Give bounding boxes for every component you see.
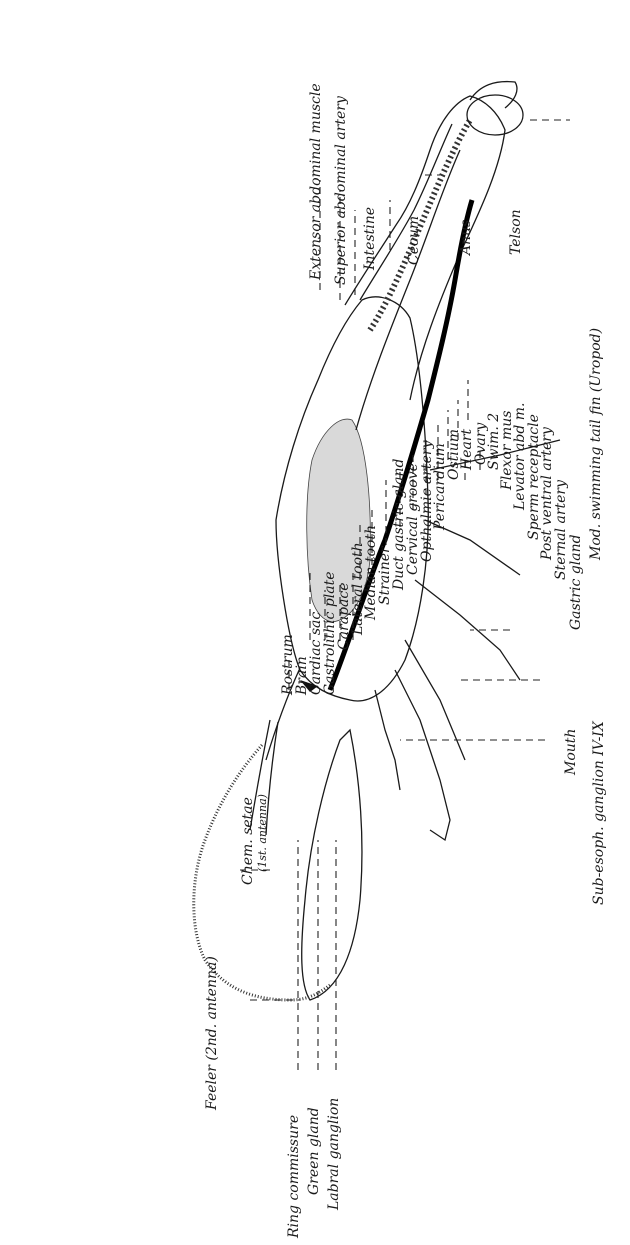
label-layer: Rostrum Brain Cardiac sac Gastrolithic p…	[204, 83, 607, 1239]
label-gastric-gland: Gastric gland	[568, 534, 584, 630]
label-chem-setae: Chem. setae	[240, 797, 256, 885]
label-intestine: Intestine	[362, 207, 378, 271]
cheliped-1	[395, 670, 450, 840]
label-ring-commissure: Ring commissure	[286, 1115, 302, 1239]
label-green-gland: Green gland	[306, 1107, 322, 1195]
label-mod-swimming-tail-fin: Mod. swimming tail fin (Uropod)	[588, 328, 604, 561]
claw-blade	[302, 730, 362, 1000]
label-feeler: Feeler (2nd. antenna)	[204, 956, 220, 1111]
label-labral-ganglion: Labral ganglion	[326, 1098, 342, 1211]
label-extensor-abdominal-muscle: Extensor abdominal muscle	[308, 83, 324, 281]
uropod-shape	[467, 95, 523, 135]
label-superior-abdominal-artery: Superior abdominal artery	[333, 95, 349, 285]
label-sternal-artery: Sternal artery	[553, 479, 569, 580]
walking-leg-4	[405, 640, 465, 760]
label-anus: Anus	[458, 220, 474, 257]
cheliped-2	[375, 690, 400, 790]
label-sub-esoph-ganglion: Sub-esoph. ganglion IV-IX	[591, 720, 607, 905]
label-telson: Telson	[508, 209, 524, 255]
label-mouth: Mouth	[563, 729, 579, 776]
label-cecum: Cecum	[406, 216, 422, 265]
label-first-antenna: (1st. antenna)	[256, 794, 269, 872]
